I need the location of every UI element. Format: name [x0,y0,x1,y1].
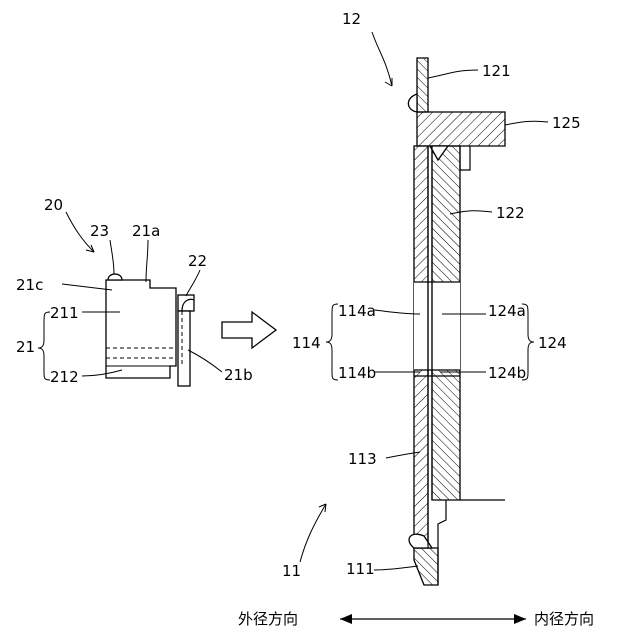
brace-114 [326,304,338,380]
label-111: 111 [346,560,375,578]
label-121: 121 [482,62,511,80]
label-21: 21 [16,338,35,356]
leader-22 [186,270,200,296]
insertion-arrow [222,312,276,348]
label-22: 22 [188,252,207,270]
leader-23 [110,240,114,274]
component-20 [106,274,194,386]
body-21 [106,280,176,378]
label-212: 212 [50,368,79,386]
label-122: 122 [496,204,525,222]
arrowhead-left [340,614,352,624]
leader-11 [300,504,326,562]
label-124b: 124b [488,364,526,382]
leader-21a [146,240,148,282]
arrowhead-right [514,614,526,624]
leader-12 [372,32,392,86]
label-20: 20 [44,196,63,214]
label-11: 11 [282,562,301,580]
brace-21 [38,312,50,380]
label-113: 113 [348,450,377,468]
leader-125 [505,121,548,125]
label-114a: 114a [338,302,376,320]
label-21a: 21a [132,222,160,240]
label-114b: 114b [338,364,376,382]
label-125: 125 [552,114,581,132]
leader-111 [374,566,418,570]
post-21b [178,311,190,386]
part-125 [417,112,505,146]
through-hole-window [414,282,460,370]
tab-22 [178,295,194,311]
inner-lower-profile [438,500,446,585]
label-outer-direction: 外径方向 [238,610,298,628]
label-211: 211 [50,304,79,322]
weld-bead-upper [408,94,417,112]
labels: 12 121 125 122 20 23 21a 22 21c 211 21 2… [16,10,581,580]
label-12: 12 [342,10,361,28]
leader-121 [428,70,478,78]
bump-23 [108,274,122,280]
label-23: 23 [90,222,109,240]
direction-indicator: 外径方向 内径方向 [238,610,594,628]
label-124: 124 [538,334,567,352]
label-114: 114 [292,334,321,352]
part-122-step [460,146,470,170]
housing-assembly [408,58,505,585]
label-21c: 21c [16,276,43,294]
label-inner-direction: 内径方向 [534,610,594,628]
part-121 [417,58,428,112]
leader-21b [188,350,222,372]
leader-114a [374,310,420,314]
label-21b: 21b [224,366,253,384]
label-124a: 124a [488,302,526,320]
leader-21c [62,284,112,290]
